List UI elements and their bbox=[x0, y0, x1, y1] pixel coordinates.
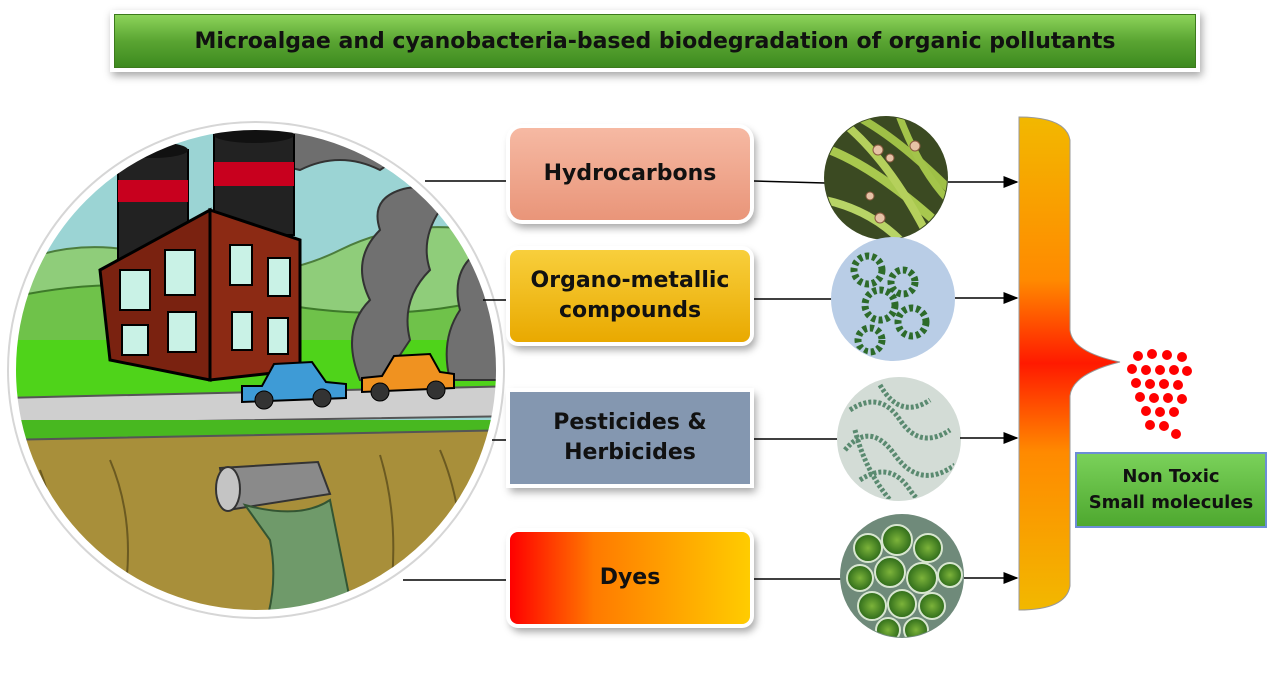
organism-green-cells bbox=[840, 514, 964, 638]
diagram-title: Microalgae and cyanobacteria-based biode… bbox=[194, 28, 1116, 54]
pollutant-hydrocarbons: Hydrocarbons bbox=[510, 128, 750, 220]
result-box: Non Toxic Small molecules bbox=[1075, 452, 1267, 528]
pollutant-label: Hydrocarbons bbox=[543, 161, 717, 187]
collector-arrows bbox=[948, 176, 1019, 584]
pollutant-dyes: Dyes bbox=[510, 532, 750, 624]
pollutant-pesticides-herbicides: Pesticides & Herbicides bbox=[510, 392, 750, 484]
pollution-scene bbox=[7, 121, 505, 619]
scene-connectors bbox=[403, 180, 506, 581]
pollutant-label: Pesticides & Herbicides bbox=[553, 410, 707, 465]
pollutant-label: Dyes bbox=[599, 565, 661, 591]
pollutant-label: Organo-metallic compounds bbox=[530, 268, 730, 323]
pollutant-organometallic: Organo-metallic compounds bbox=[510, 250, 750, 342]
collector-brace bbox=[1018, 116, 1121, 611]
organism-colonial bbox=[831, 237, 955, 361]
organism-spiral bbox=[837, 377, 961, 501]
organism-filamentous bbox=[824, 116, 948, 240]
small-molecules-cluster bbox=[1127, 349, 1192, 439]
box-connectors bbox=[753, 180, 841, 580]
title-banner: Microalgae and cyanobacteria-based biode… bbox=[114, 14, 1196, 68]
result-label: Non Toxic Small molecules bbox=[1088, 465, 1254, 513]
